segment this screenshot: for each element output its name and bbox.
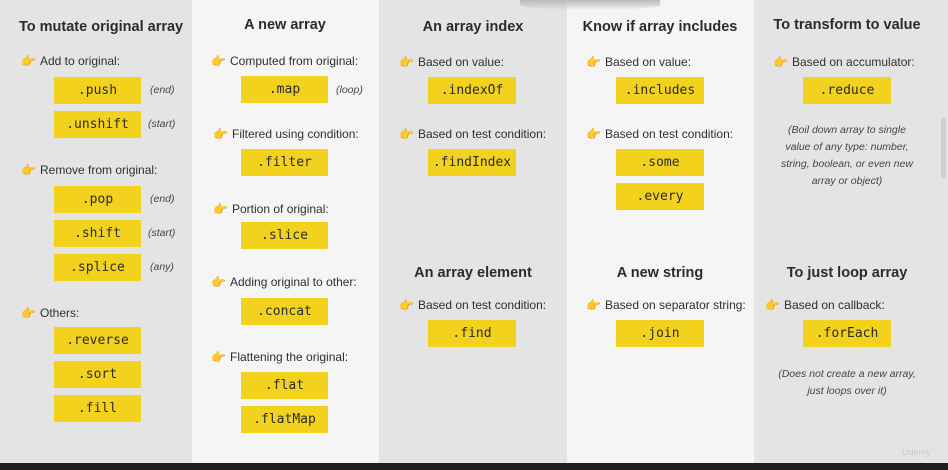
column-transform: To transform to value 👉 Based on accumul… [754,0,948,463]
group-label: Others: [40,306,80,320]
method-note: (loop) [336,84,363,96]
foreach-description: (Does not create a new array, just loops… [778,368,916,397]
pointing-hand-icon: 👉 [21,163,36,177]
method-reduce: .reduce [803,77,891,104]
pointing-hand-icon: 👉 [213,202,228,216]
column-title: To mutate original array [19,19,184,35]
column-mutate: To mutate original array 👉 Add to origin… [0,0,192,463]
pointing-hand-icon: 👉 [211,54,226,68]
pointing-hand-icon: 👉 [399,298,414,312]
method-some: .some [616,149,704,176]
method-join: .join [616,320,704,347]
method-note: (any) [150,261,174,273]
method-filter: .filter [241,149,328,176]
section-title: To just loop array [786,265,908,281]
method-indexof: .indexOf [428,77,516,104]
group-label: Filtered using condition: [232,127,359,141]
group-label: Add to original: [40,54,121,68]
pointing-hand-icon: 👉 [586,298,601,312]
method-slice: .slice [241,222,328,249]
group-label: Based on test condition: [418,298,547,312]
group-label: Remove from original: [40,163,158,177]
method-note: (end) [150,84,175,96]
method-reverse: .reverse [54,327,141,354]
method-note: (start) [148,227,176,239]
section-title: A new string [616,265,704,281]
method-flatmap: .flatMap [241,406,328,433]
column-title: Know if array includes [582,19,738,35]
group-label: Based on separator string: [605,298,746,312]
pointing-hand-icon: 👉 [21,54,36,68]
method-splice: .splice [54,254,141,281]
method-note: (end) [150,193,175,205]
group-label: Portion of original: [232,202,329,216]
column-new-array: A new array 👉 Computed from original: .m… [192,0,379,463]
pointing-hand-icon: 👉 [213,127,228,141]
group-label: Adding original to other: [230,275,357,289]
scrollbar[interactable] [941,118,946,178]
pointing-hand-icon: 👉 [773,55,788,69]
group-label: Flattening the original: [230,350,349,364]
group-label: Computed from original: [230,54,359,68]
method-every: .every [616,183,704,210]
column-title: A new array [244,17,326,33]
method-push: .push [54,77,141,104]
pointing-hand-icon: 👉 [586,127,601,141]
group-label: Based on callback: [784,298,885,312]
pointing-hand-icon: 👉 [399,127,414,141]
method-find: .find [428,320,516,347]
column-array-index: An array index 👉 Based on value: .indexO… [379,0,567,463]
pointing-hand-icon: 👉 [21,306,36,320]
top-shadow [520,0,660,10]
pointing-hand-icon: 👉 [586,55,601,69]
method-note: (start) [148,118,176,130]
column-includes: Know if array includes 👉 Based on value:… [567,0,754,463]
method-fill: .fill [54,395,141,422]
method-map: .map [241,76,328,103]
column-title: An array index [422,19,524,35]
section-title: An array element [414,265,532,281]
method-pop: .pop [54,186,141,213]
group-label: Based on accumulator: [792,55,915,69]
method-foreach: .forEach [803,320,891,347]
pointing-hand-icon: 👉 [211,350,226,364]
column-title: To transform to value [773,17,921,33]
pointing-hand-icon: 👉 [211,275,226,289]
pointing-hand-icon: 👉 [765,298,780,312]
method-flat: .flat [241,372,328,399]
watermark: Udemy [902,447,931,457]
group-label: Based on test condition: [418,127,547,141]
group-label: Based on value: [418,55,505,69]
reduce-description: (Boil down array to single value of any … [781,124,913,187]
method-includes: .includes [616,77,704,104]
pointing-hand-icon: 👉 [399,55,414,69]
method-sort: .sort [54,361,141,388]
group-label: Based on test condition: [605,127,734,141]
method-unshift: .unshift [54,111,141,138]
group-label: Based on value: [605,55,692,69]
bottom-bar [0,463,948,470]
method-shift: .shift [54,220,141,247]
method-findindex: .findIndex [428,149,516,176]
method-concat: .concat [241,298,328,325]
